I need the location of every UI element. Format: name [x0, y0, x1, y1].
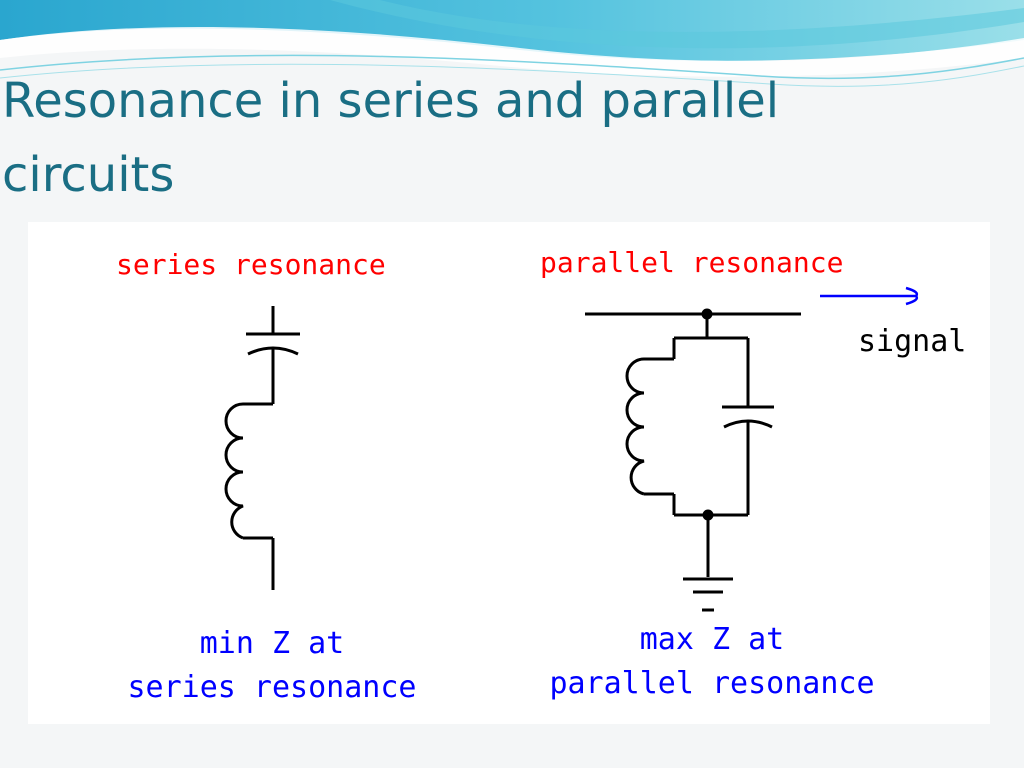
slide-title-line1: Resonance in series and parallel [2, 73, 780, 129]
circuit-diagram [224, 286, 919, 612]
accent-wave [330, 0, 1024, 49]
slide-title: Resonance in series and parallel circuit… [2, 64, 1002, 212]
parallel-caption: max Z at parallel resonance [542, 618, 882, 706]
series-inductor [224, 402, 244, 540]
parallel-lc-circuit [585, 308, 801, 612]
parallel-caption-line1: max Z at [639, 622, 785, 657]
series-caption-line1: min Z at [199, 626, 345, 661]
circuit-figure: series resonance parallel resonance sign… [28, 222, 990, 724]
parallel-caption-line2: parallel resonance [549, 666, 875, 701]
parallel-inductor [625, 357, 645, 496]
slide-title-line2: circuits [2, 147, 175, 203]
parallel-resonance-heading: parallel resonance [540, 246, 844, 279]
series-resonance-heading: series resonance [116, 248, 386, 281]
series-caption-line2: series resonance [127, 670, 417, 705]
signal-arrow-icon [820, 286, 919, 306]
signal-label: signal [858, 324, 967, 359]
white-wave [0, 26, 1024, 77]
series-lc-circuit [224, 306, 300, 590]
series-caption: min Z at series resonance [116, 622, 428, 710]
